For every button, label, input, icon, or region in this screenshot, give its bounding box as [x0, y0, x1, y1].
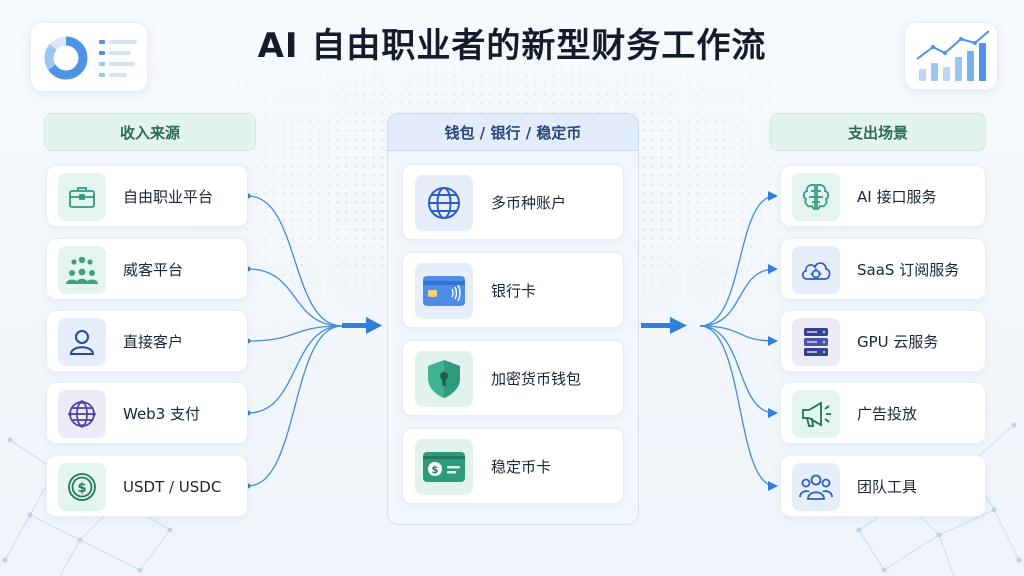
briefcase-icon	[58, 173, 106, 221]
decorative-chart-widget	[904, 22, 998, 90]
wallet-column-header: 钱包 / 银行 / 稳定币	[387, 113, 639, 151]
wallet-item-stablecoin-card: $ 稳定币卡	[402, 428, 624, 504]
income-item-label: 直接客户	[123, 333, 184, 351]
expense-item-label: 团队工具	[857, 478, 918, 496]
expense-item-label: 广告投放	[857, 405, 918, 423]
globe-icon	[415, 175, 473, 231]
income-item-web3-payment: Web3 支付	[46, 382, 248, 444]
income-item-label: 威客平台	[123, 261, 184, 279]
bank-card-icon	[415, 263, 473, 319]
cloud-gear-icon	[792, 246, 840, 294]
dollar-coin-icon: $	[58, 463, 106, 511]
wallet-item-label: 银行卡	[491, 282, 537, 300]
income-item-stablecoin: $ USDT / USDC	[46, 455, 248, 517]
people-group-icon	[58, 246, 106, 294]
wallet-item-bank-card: 银行卡	[402, 252, 624, 328]
expense-item-label: AI 接口服务	[857, 188, 937, 206]
expense-item-team-tools: 团队工具	[780, 455, 986, 517]
expense-item-gpu-cloud: GPU 云服务	[780, 310, 986, 372]
income-item-crowdsourcing-platform: 威客平台	[46, 238, 248, 300]
wallet-item-label: 加密货币钱包	[491, 370, 582, 388]
team-icon	[792, 463, 840, 511]
svg-text:$: $	[77, 481, 86, 496]
megaphone-icon	[792, 390, 840, 438]
wallet-item-multi-currency: 多币种账户	[402, 164, 624, 240]
expense-column-header: 支出场景	[770, 113, 986, 151]
expense-item-advertising: 广告投放	[780, 382, 986, 444]
expense-item-label: SaaS 订阅服务	[857, 261, 960, 279]
income-column-header: 收入来源	[44, 113, 256, 151]
person-icon	[58, 318, 106, 366]
server-icon	[792, 318, 840, 366]
donut-chart-icon	[44, 36, 137, 80]
shield-lock-icon	[415, 351, 473, 407]
income-item-direct-client: 直接客户	[46, 310, 248, 372]
bar-line-chart-icon	[916, 30, 990, 81]
expense-item-saas: SaaS 订阅服务	[780, 238, 986, 300]
income-item-label: USDT / USDC	[123, 478, 222, 496]
dollar-card-icon: $	[415, 439, 473, 495]
expense-item-ai-api: AI 接口服务	[780, 165, 986, 227]
wallet-item-label: 稳定币卡	[491, 458, 552, 476]
income-item-freelance-platform: 自由职业平台	[46, 165, 248, 227]
globe-network-icon	[58, 390, 106, 438]
wallet-item-label: 多币种账户	[491, 194, 567, 212]
decorative-dashboard-widget	[30, 22, 148, 92]
income-item-label: 自由职业平台	[123, 188, 214, 206]
page-title: AI 自由职业者的新型财务工作流	[257, 26, 767, 66]
wallet-item-crypto-wallet: 加密货币钱包	[402, 340, 624, 416]
brain-icon	[792, 173, 840, 221]
income-item-label: Web3 支付	[123, 405, 201, 423]
svg-text:$: $	[432, 465, 439, 476]
wallet-panel: 钱包 / 银行 / 稳定币 多币种账户 银行卡	[387, 113, 639, 525]
expense-item-label: GPU 云服务	[857, 333, 939, 351]
